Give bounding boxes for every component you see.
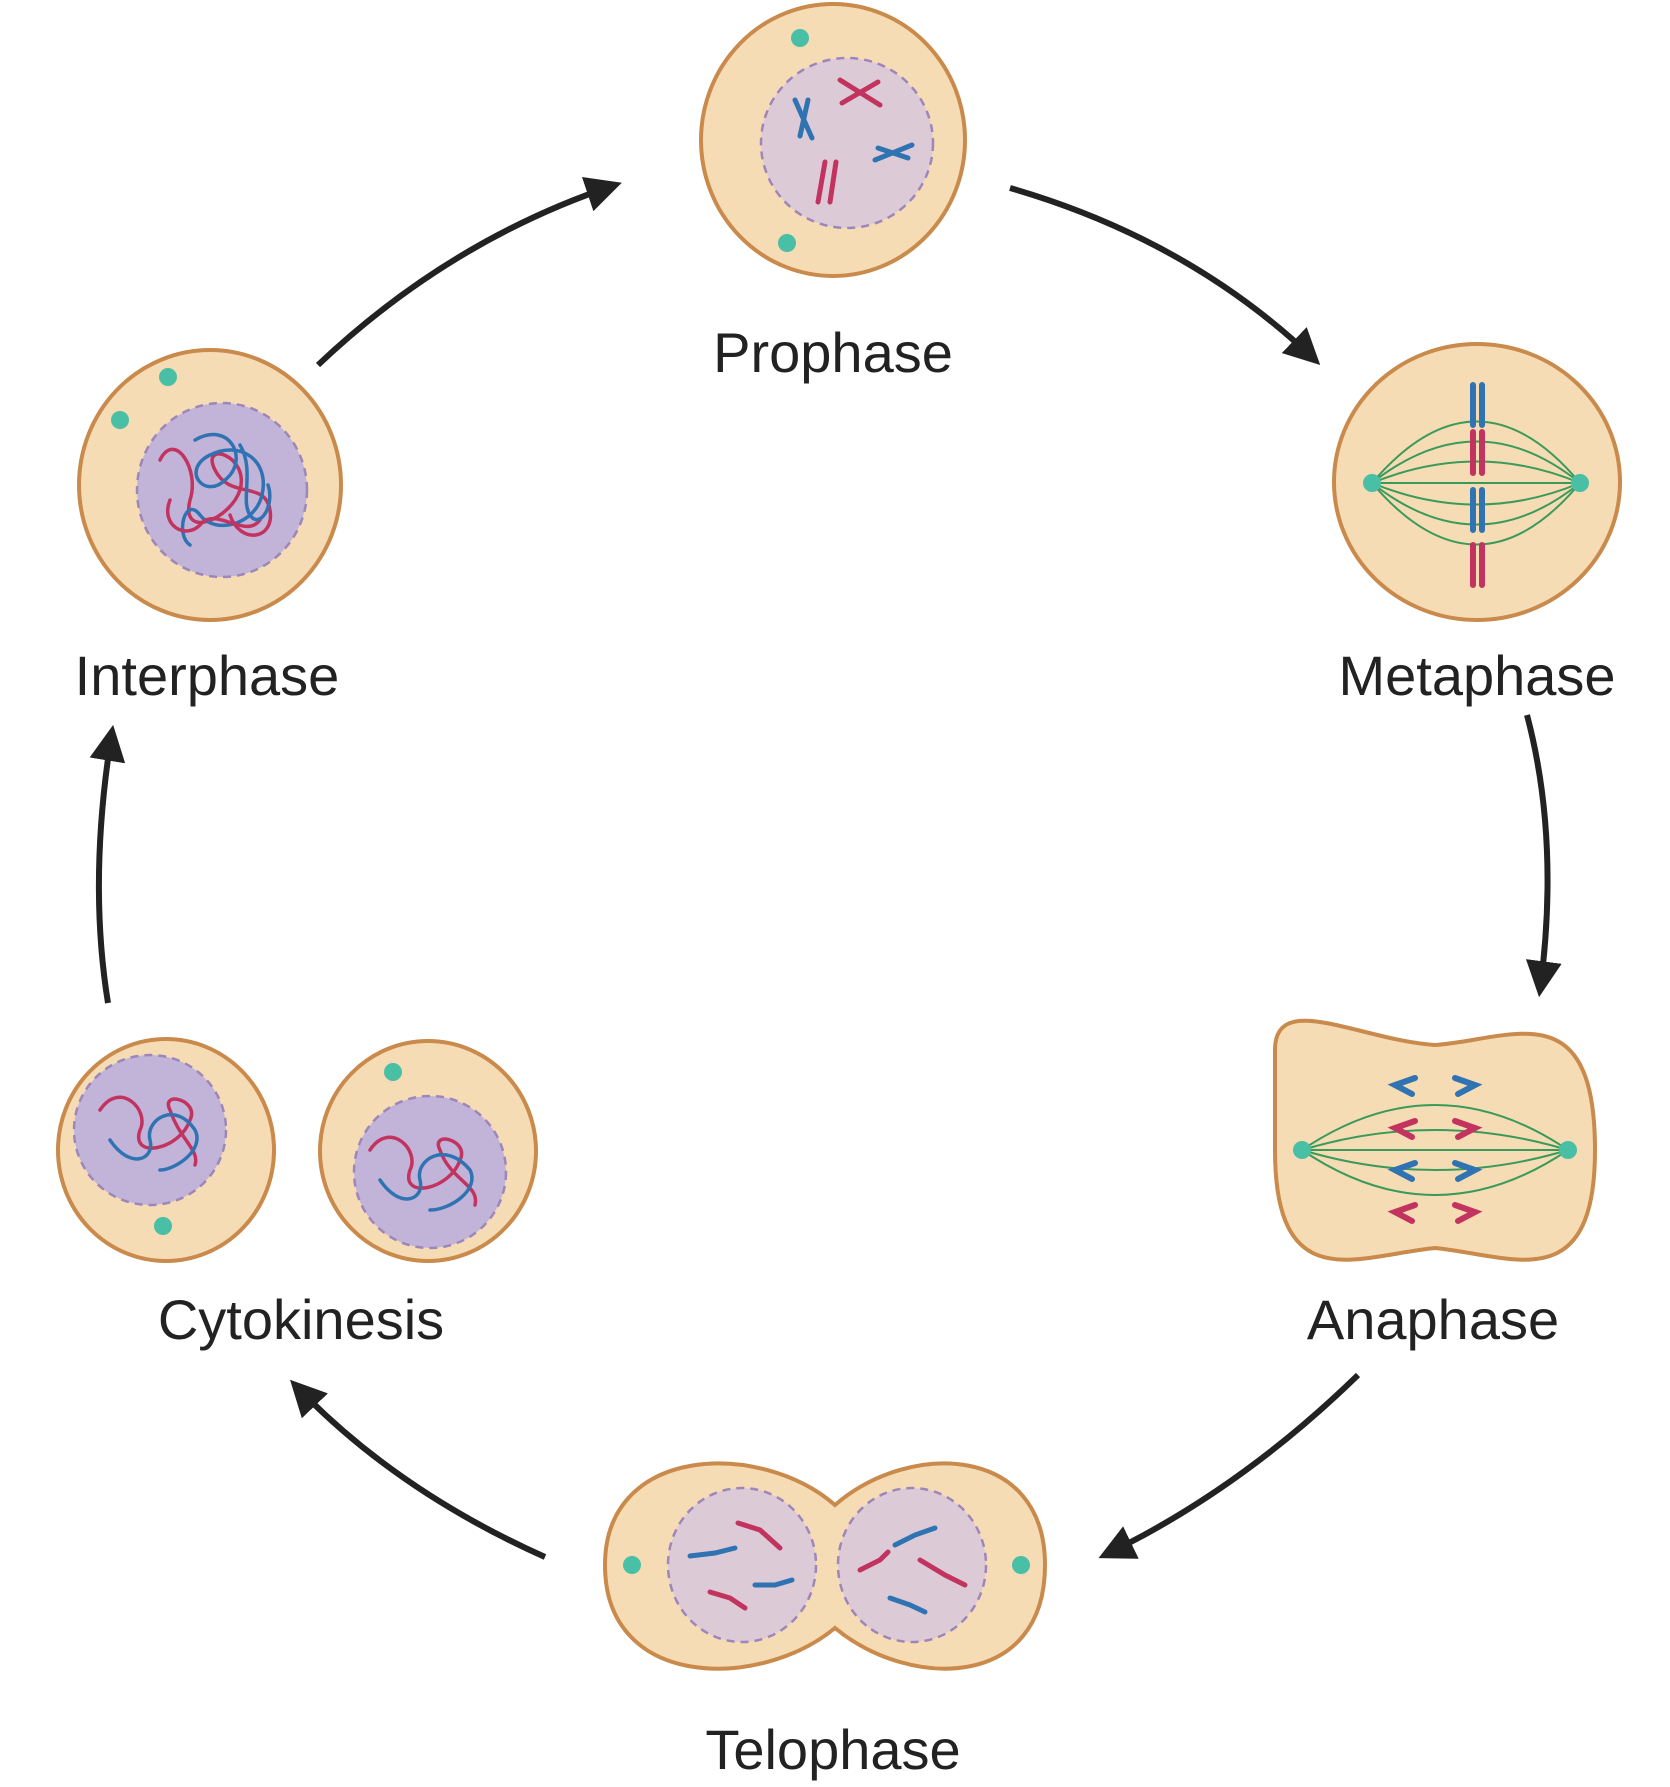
nucleus <box>759 56 935 230</box>
label-interphase: Interphase <box>74 644 340 707</box>
cycle-arrows <box>89 177 1562 1560</box>
spindle-fibers <box>1301 1104 1569 1196</box>
centrosome-icon <box>154 1063 402 1235</box>
chromosomes <box>687 1520 968 1615</box>
telophase-cell <box>602 1461 1048 1671</box>
spindle-fibers <box>1371 420 1581 546</box>
arrow-metaphase-to-anaphase <box>1524 714 1562 998</box>
label-anaphase: Anaphase <box>1306 1288 1560 1351</box>
centrosome-icon <box>778 29 809 252</box>
label-metaphase: Metaphase <box>1338 644 1616 707</box>
label-prophase: Prophase <box>713 321 953 384</box>
nucleus <box>836 1486 988 1644</box>
chromosomes <box>792 77 915 205</box>
metaphase-cell <box>1332 342 1622 622</box>
centrosome-icon <box>623 1556 1030 1574</box>
chromatin <box>158 432 273 547</box>
centrosome-icon <box>111 368 177 429</box>
arrow-anaphase-to-telophase <box>1098 1372 1361 1559</box>
arrow-cytokinesis-to-interphase <box>89 724 126 1004</box>
label-cytokinesis: Cytokinesis <box>157 1288 445 1351</box>
arrow-telophase-to-cytokinesis <box>290 1379 547 1560</box>
anaphase-cell <box>1273 1018 1598 1262</box>
chromosomes <box>1470 382 1485 588</box>
prophase-cell <box>699 2 967 278</box>
centrosome-icon <box>1363 474 1589 492</box>
chromatin <box>98 1095 478 1212</box>
interphase-cell <box>77 348 343 622</box>
arrow-prophase-to-metaphase <box>1009 185 1321 365</box>
nucleus <box>352 1094 508 1250</box>
chromosomes <box>1387 1075 1483 1224</box>
cytokinesis-cells <box>56 1037 538 1263</box>
nucleus <box>666 1486 818 1644</box>
arrow-interphase-to-prophase <box>315 177 622 368</box>
label-telophase: Telophase <box>705 1718 961 1781</box>
centrosome-icon <box>1293 1141 1577 1159</box>
nucleus <box>135 401 309 579</box>
